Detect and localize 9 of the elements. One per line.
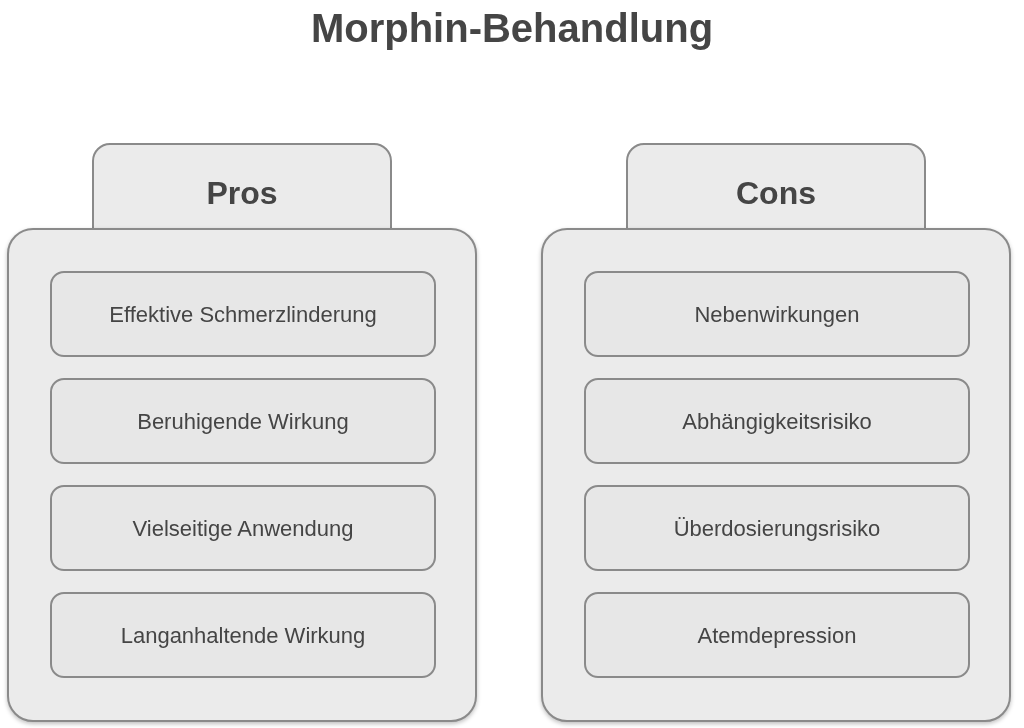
item-box: Beruhigende Wirkung — [50, 378, 436, 464]
item-box: Vielseitige Anwendung — [50, 485, 436, 571]
item-box: Langanhaltende Wirkung — [50, 592, 436, 678]
item-box: Nebenwirkungen — [584, 271, 970, 357]
item-box: Atemdepression — [584, 592, 970, 678]
item-box: Überdosierungsrisiko — [584, 485, 970, 571]
diagram-title: Morphin-Behandlung — [310, 5, 714, 52]
item-box: Effektive Schmerzlinderung — [50, 271, 436, 357]
item-box: Abhängigkeitsrisiko — [584, 378, 970, 464]
